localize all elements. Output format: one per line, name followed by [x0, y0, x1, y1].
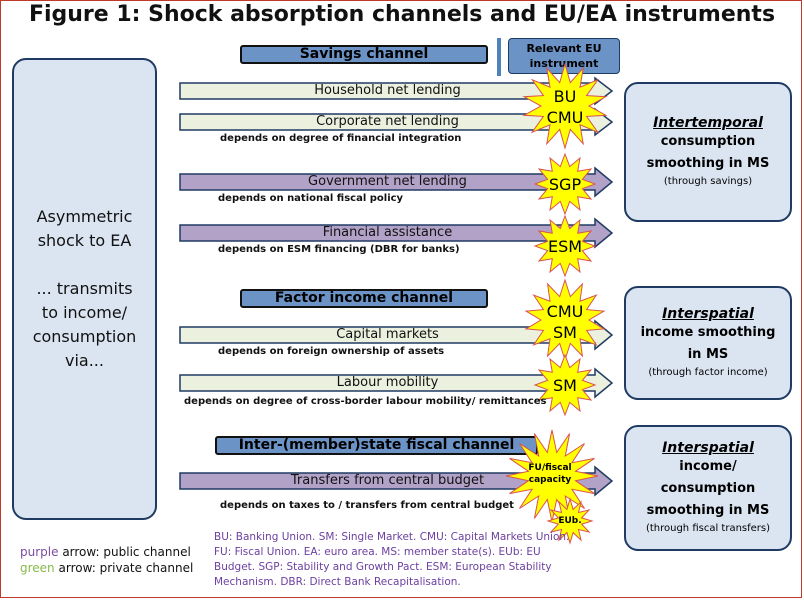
- instrument-bu-cmu: BU CMU: [530, 86, 600, 128]
- result-box-note: (through fiscal transfers): [645, 523, 771, 534]
- result-box-note: (through savings): [663, 176, 753, 187]
- result-box-title: Interspatial: [662, 306, 754, 322]
- interspatial-factor-result-box: Interspatial income smoothing in MS (thr…: [624, 286, 792, 400]
- arrow-label: Financial assistance: [322, 225, 453, 240]
- glossary: BU: Banking Union. SM: Single Market. CM…: [214, 531, 570, 588]
- factor-income-channel-header: Factor income channel: [240, 289, 488, 308]
- dependency-note: depends on degree of cross-border labour…: [184, 396, 547, 407]
- legend-purple-word: purple: [20, 545, 59, 559]
- legend-green-word: green: [20, 561, 55, 575]
- instrument-esm: ESM: [547, 237, 583, 256]
- interspatial-fiscal-result-box: Interspatial income/ consumption smoothi…: [624, 425, 792, 551]
- instrument-sm: SM: [553, 376, 577, 395]
- result-box-line: income/: [679, 459, 737, 474]
- dependency-note: depends on taxes to / transfers from cen…: [220, 500, 514, 511]
- arrow-label: Corporate net lending: [316, 114, 459, 129]
- instrument-label: FU/fiscal: [528, 463, 572, 473]
- result-box-line: smoothing in MS: [646, 503, 770, 518]
- arrow-label: Government net lending: [308, 174, 467, 189]
- left-box-line: via...: [65, 351, 104, 370]
- instrument-label: BU: [553, 87, 577, 106]
- arrow-financial-assistance: [179, 217, 614, 249]
- result-box-title: Intertemporal: [653, 115, 763, 131]
- instrument-cmu-sm: CMU SM: [530, 301, 600, 343]
- intertemporal-result-box: Intertemporal consumption smoothing in M…: [624, 82, 792, 222]
- legend: purple arrow: public channel green arrow…: [20, 544, 193, 576]
- starburst-bu-cmu: [522, 62, 608, 150]
- starburst-sgp: [533, 152, 597, 216]
- legend-private: green arrow: private channel: [20, 560, 193, 576]
- figure-title: Figure 1: Shock absorption channels and …: [28, 2, 776, 27]
- legend-public: purple arrow: public channel: [20, 544, 193, 560]
- legend-purple-text: arrow: public channel: [58, 545, 191, 559]
- arrow-labour-mobility: [179, 367, 614, 399]
- dependency-note: depends on degree of financial integrati…: [220, 133, 462, 144]
- result-box-line: smoothing in MS: [646, 156, 770, 171]
- arrow-label: Labour mobility: [336, 375, 439, 390]
- instrument-label: CMU: [546, 302, 584, 321]
- left-box-line: consumption: [32, 327, 137, 346]
- instrument-label: SM: [553, 323, 577, 342]
- starburst-esm: [533, 214, 597, 278]
- asymmetric-shock-box: Asymmetric shock to EA ... transmits to …: [12, 58, 157, 520]
- left-box-line: Asymmetric: [36, 207, 133, 226]
- instrument-eub: EUb.: [558, 516, 582, 526]
- instrument-label: capacity: [528, 475, 572, 485]
- arrow-label: Transfers from central budget: [290, 473, 485, 488]
- result-box-note: (through factor income): [648, 367, 768, 378]
- result-box-line: consumption: [660, 134, 756, 149]
- dependency-note: depends on national fiscal policy: [218, 193, 404, 204]
- dependency-note: depends on ESM financing (DBR for banks): [218, 244, 460, 255]
- savings-channel-header: Savings channel: [240, 45, 488, 64]
- fiscal-channel-header: Inter-(member)state fiscal channel: [215, 436, 538, 455]
- dependency-note: depends on foreign ownership of assets: [218, 346, 445, 357]
- legend-green-text: arrow: private channel: [54, 561, 194, 575]
- arrow-transfers-central-budget: [179, 465, 614, 497]
- instrument-sgp: SGP: [548, 175, 582, 194]
- instrument-label: CMU: [546, 108, 584, 127]
- left-box-line: shock to EA: [37, 231, 132, 250]
- result-box-line: in MS: [687, 347, 729, 362]
- header-divider: [497, 38, 501, 76]
- left-box-line: to income/: [41, 303, 128, 322]
- arrow-label: Household net lending: [314, 83, 461, 98]
- instrument-fu: FU/fiscal capacity: [510, 462, 590, 486]
- starburst-eub: [546, 497, 594, 545]
- result-box-line: income smoothing: [640, 325, 776, 340]
- result-box-title: Interspatial: [662, 440, 754, 456]
- starburst-sm: [533, 353, 597, 417]
- result-box-line: consumption: [660, 481, 756, 496]
- arrow-government-net-lending: [179, 166, 614, 198]
- left-box-line: ... transmits: [36, 279, 133, 298]
- arrow-label: Capital markets: [336, 327, 439, 342]
